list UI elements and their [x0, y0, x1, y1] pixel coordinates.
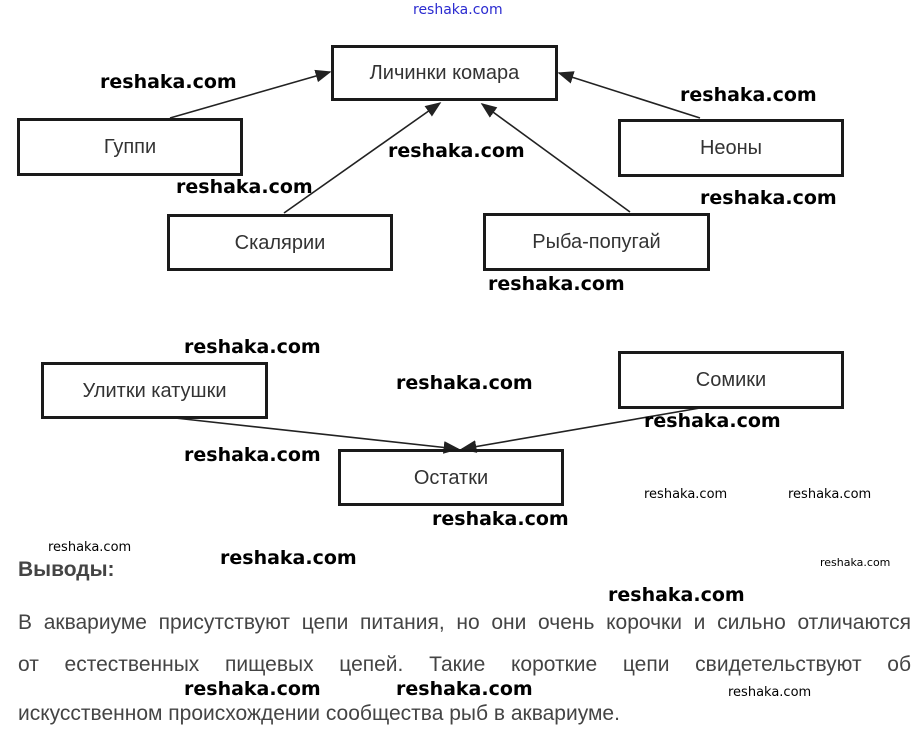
watermark: reshaka.com	[820, 556, 891, 569]
watermark: reshaka.com	[608, 584, 745, 606]
watermark: reshaka.com	[48, 540, 132, 555]
conclusion-line-1: В аквариуме присутствуют цепи питания, н…	[18, 611, 911, 634]
watermark: reshaka.com	[644, 487, 728, 502]
arrow-scalaria-larvae	[283, 102, 442, 214]
watermark: reshaka.com	[184, 336, 321, 358]
arrow-catfish-remains	[460, 407, 701, 453]
node-snails: Улитки катушки	[41, 362, 268, 419]
watermark: reshaka.com	[396, 678, 533, 700]
watermark: reshaka.com	[488, 273, 625, 295]
watermark: reshaka.com	[700, 187, 837, 209]
conclusion-title: Выводы:	[18, 558, 115, 581]
watermark: reshaka.com	[388, 140, 525, 162]
node-larvae: Личинки комара	[331, 45, 558, 101]
node-parrotfish: Рыба-попугай	[483, 213, 710, 271]
watermark: reshaka.com	[100, 71, 237, 93]
node-guppy: Гуппи	[17, 118, 243, 176]
node-catfish: Сомики	[618, 351, 844, 409]
watermark: reshaka.com	[680, 84, 817, 106]
arrow-neons-larvae	[557, 71, 701, 119]
conclusion-line-3: искусственном происхождении сообщества р…	[18, 702, 620, 725]
watermark: reshaka.com	[220, 547, 357, 569]
watermark: reshaka.com	[396, 372, 533, 394]
node-scalaria: Скалярии	[167, 214, 393, 271]
watermark: reshaka.com	[184, 444, 321, 466]
node-neons: Неоны	[618, 119, 844, 177]
watermark: reshaka.com	[432, 508, 569, 530]
watermark: reshaka.com	[184, 678, 321, 700]
watermark: reshaka.com	[176, 176, 313, 198]
node-remains: Остатки	[338, 449, 564, 506]
watermark: reshaka.com	[413, 2, 503, 18]
arrow-parrotfish-larvae	[480, 103, 631, 213]
watermark: reshaka.com	[728, 685, 812, 700]
conclusion-line-2: от естественных пищевых цепей. Такие кор…	[18, 653, 911, 676]
watermark: reshaka.com	[788, 487, 872, 502]
watermark: reshaka.com	[644, 410, 781, 432]
arrow-snails-remains	[174, 417, 460, 454]
arrow-guppy-larvae	[169, 69, 332, 119]
